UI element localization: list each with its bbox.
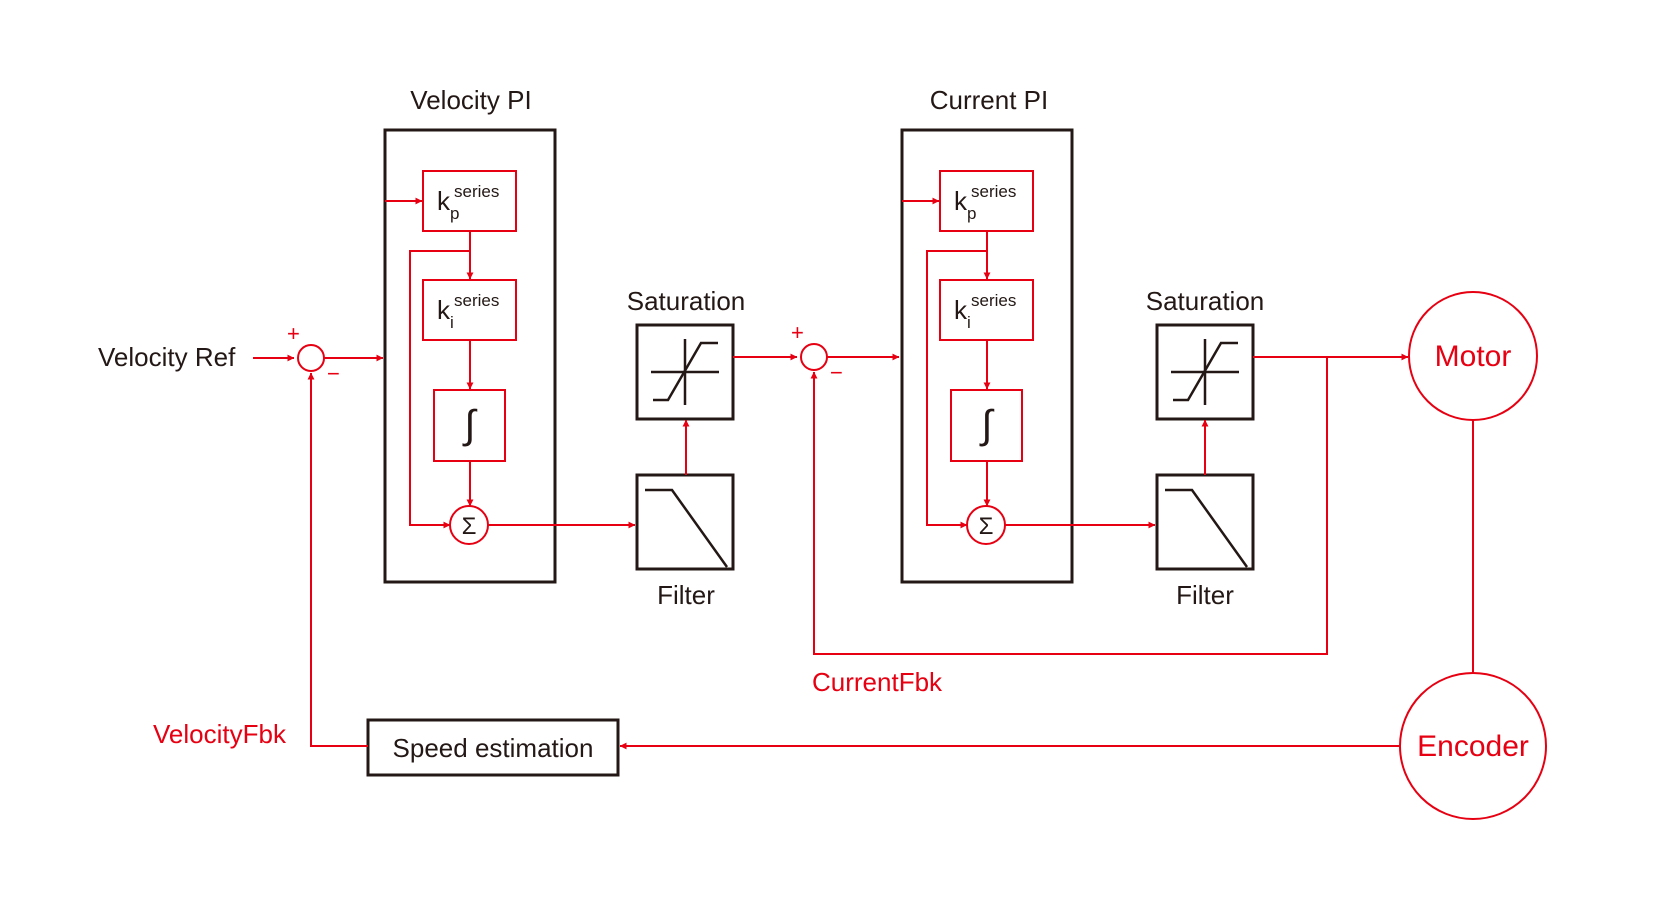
- speed-estimation-block: [366, 718, 620, 777]
- current-proportional-bypass: [926, 250, 987, 529]
- motor-label: Motor: [1435, 340, 1512, 373]
- velocity-kp-series-label: series: [454, 182, 499, 201]
- current-ki-symbol: ki: [954, 295, 971, 332]
- velocity-feedback-path: [307, 372, 368, 747]
- velocity-proportional-bypass: [409, 250, 470, 529]
- current-saturation-curve: [1173, 341, 1238, 402]
- velocity-junction-plus: +: [287, 321, 300, 346]
- current-ki-series-label: series: [971, 291, 1016, 310]
- encoder-label: Encoder: [1417, 730, 1529, 763]
- velocity-sigma-symbol: Σ: [462, 513, 477, 540]
- current-fbk-label: CurrentFbk: [812, 667, 943, 697]
- current-sigma-symbol: Σ: [979, 513, 994, 540]
- velocity-filter-title: Filter: [657, 580, 715, 610]
- velocity-summing-junction: [297, 344, 325, 372]
- velocity-ki-symbol: ki: [437, 295, 454, 332]
- velocity-ki-series-label: series: [454, 291, 499, 310]
- current-filter-title: Filter: [1176, 580, 1234, 610]
- current-filter-curve: [1165, 488, 1249, 568]
- velocity-saturation-curve: [653, 341, 718, 402]
- velocity-ref-label: Velocity Ref: [98, 342, 236, 372]
- current-kp-symbol: kp: [954, 186, 976, 223]
- current-saturation-title: Saturation: [1146, 286, 1265, 316]
- current-pi-title: Current PI: [930, 85, 1049, 115]
- current-integral-symbol: ∫: [980, 403, 996, 447]
- velocity-fbk-label: VelocityFbk: [153, 719, 287, 749]
- current-kp-series-label: series: [971, 182, 1016, 201]
- current-kp-block: [939, 170, 1034, 232]
- current-junction-plus: +: [791, 320, 804, 345]
- velocity-kp-symbol: kp: [437, 186, 459, 223]
- velocity-kp-block: [422, 170, 517, 232]
- velocity-saturation-title: Saturation: [627, 286, 746, 316]
- current-summing-junction: [800, 343, 828, 371]
- current-junction-minus: −: [830, 360, 843, 385]
- velocity-filter-curve: [645, 488, 729, 568]
- current-integrator-block: [950, 389, 1023, 462]
- velocity-pi-title: Velocity PI: [410, 85, 531, 115]
- velocity-integral-symbol: ∫: [463, 403, 479, 447]
- current-feedback-path: [810, 357, 1328, 655]
- current-ki-block: [939, 279, 1034, 341]
- velocity-junction-minus: −: [327, 361, 340, 386]
- velocity-ki-block: [422, 279, 517, 341]
- speed-estimation-label: Speed estimation: [393, 733, 594, 763]
